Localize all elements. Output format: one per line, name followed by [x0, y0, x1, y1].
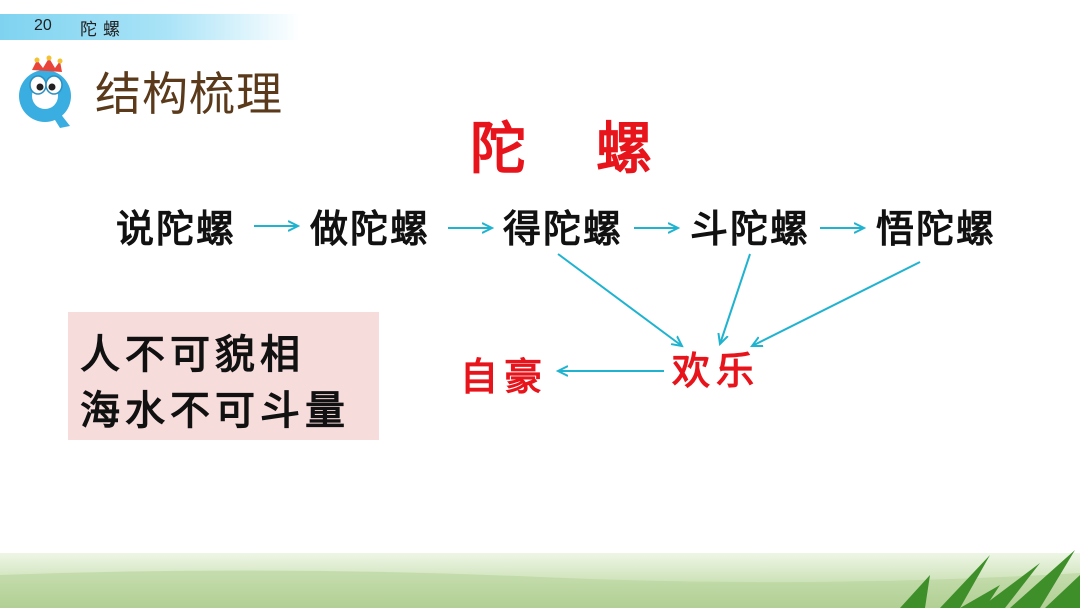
header-bar	[0, 14, 300, 40]
feeling-huanle: 欢乐	[672, 348, 761, 393]
arrow-wu-huanle	[752, 261, 921, 346]
grass-decoration	[0, 550, 1080, 608]
lesson-number: 20	[34, 17, 52, 34]
idiom-line-1: 人不可貌相	[80, 331, 305, 378]
section-title: 结构梳理	[95, 67, 283, 121]
step-wu: 悟陀螺	[876, 206, 997, 251]
lesson-title: 陀螺	[80, 20, 126, 40]
step-dou: 斗陀螺	[690, 206, 811, 251]
arrow-de-huanle	[557, 253, 682, 346]
step-zuo: 做陀螺	[310, 206, 431, 251]
result-zihao: 自豪	[460, 354, 549, 399]
idiom-line-2: 海水不可斗量	[80, 387, 350, 434]
q-mascot-icon	[19, 55, 71, 128]
step-de: 得陀螺	[503, 206, 624, 251]
step-shuo: 说陀螺	[116, 206, 237, 251]
idiom-box	[68, 312, 379, 440]
arrow-dou-huanle	[720, 253, 751, 344]
diagram-title: 陀螺	[470, 116, 722, 182]
